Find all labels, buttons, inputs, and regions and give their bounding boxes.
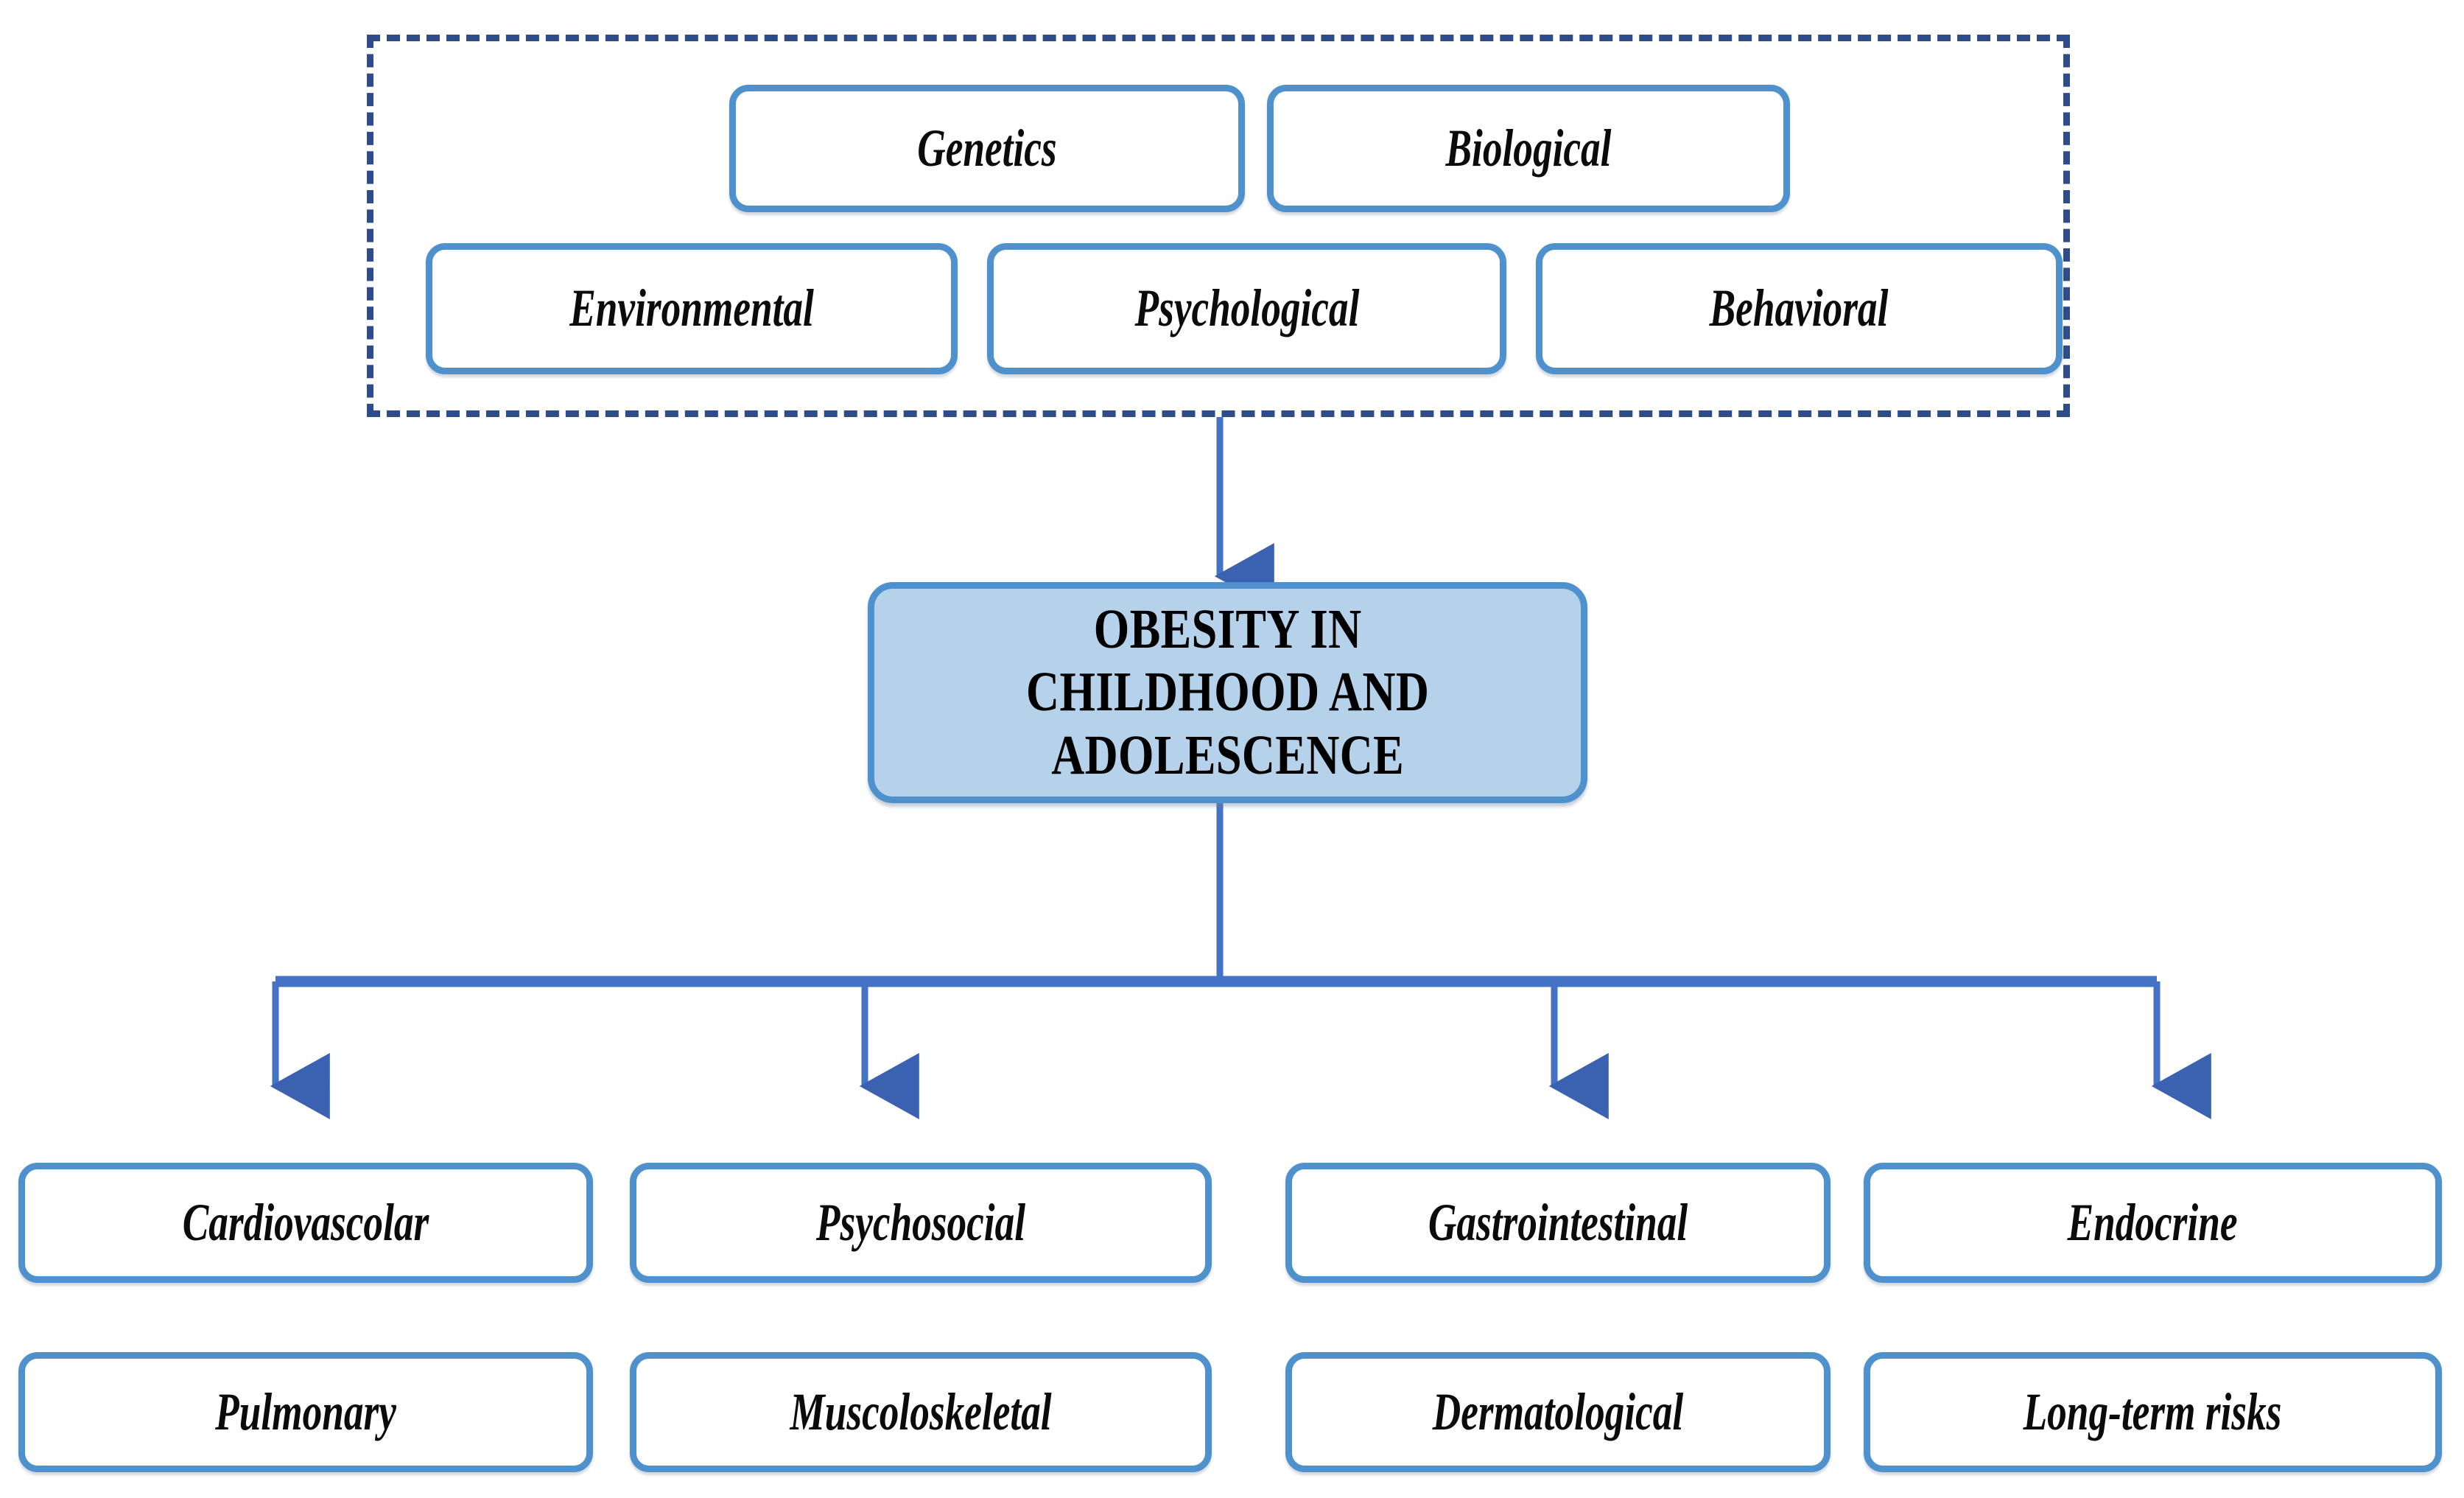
outcome-box-muscoloskeletal[interactable]: Muscoloskeletal <box>630 1352 1212 1472</box>
outcome-label-long-term-risks: Long-term risks <box>2024 1382 2282 1441</box>
outcome-box-psychosocial[interactable]: Psychosocial <box>630 1163 1212 1283</box>
outcome-label-cardiovascolar: Cardiovascolar <box>182 1192 429 1252</box>
outcome-label-dermatological: Dermatological <box>1432 1382 1684 1441</box>
factor-box-environmental[interactable]: Environmental <box>426 243 958 374</box>
outcome-box-gastrointestinal[interactable]: Gastrointestinal <box>1285 1163 1831 1283</box>
central-node-line-2: CHILDHOOD AND <box>1025 661 1430 724</box>
outcome-label-pulmonary: Pulmonary <box>215 1382 396 1441</box>
outcome-label-gastrointestinal: Gastrointestinal <box>1428 1192 1688 1252</box>
factor-box-behavioral[interactable]: Behavioral <box>1536 243 2063 374</box>
causes-group-container <box>367 35 2070 417</box>
factor-label-biological: Biological <box>1445 118 1612 178</box>
outcome-box-endocrine[interactable]: Endocrine <box>1864 1163 2442 1283</box>
outcome-box-long-term-risks[interactable]: Long-term risks <box>1864 1352 2442 1472</box>
outcome-label-endocrine: Endocrine <box>2068 1192 2238 1252</box>
factor-box-genetics[interactable]: Genetics <box>729 85 1245 212</box>
central-node-line-1: OBESITY IN <box>1093 598 1362 661</box>
factor-box-biological[interactable]: Biological <box>1267 85 1790 212</box>
outcome-box-pulmonary[interactable]: Pulmonary <box>18 1352 593 1472</box>
factor-box-psychological[interactable]: Psychological <box>987 243 1506 374</box>
factor-label-behavioral: Behavioral <box>1710 279 1889 338</box>
outcome-label-psychosocial: Psychosocial <box>815 1192 1026 1252</box>
factor-label-psychological: Psychological <box>1134 279 1359 338</box>
outcome-box-cardiovascolar[interactable]: Cardiovascolar <box>18 1163 593 1283</box>
central-node-line-3: ADOLESCENCE <box>1051 724 1404 786</box>
factor-label-environmental: Environmental <box>569 279 814 338</box>
outcome-label-muscoloskeletal: Muscoloskeletal <box>790 1382 1052 1441</box>
factor-label-genetics: Genetics <box>917 118 1057 178</box>
outcome-box-dermatological[interactable]: Dermatological <box>1285 1352 1831 1472</box>
